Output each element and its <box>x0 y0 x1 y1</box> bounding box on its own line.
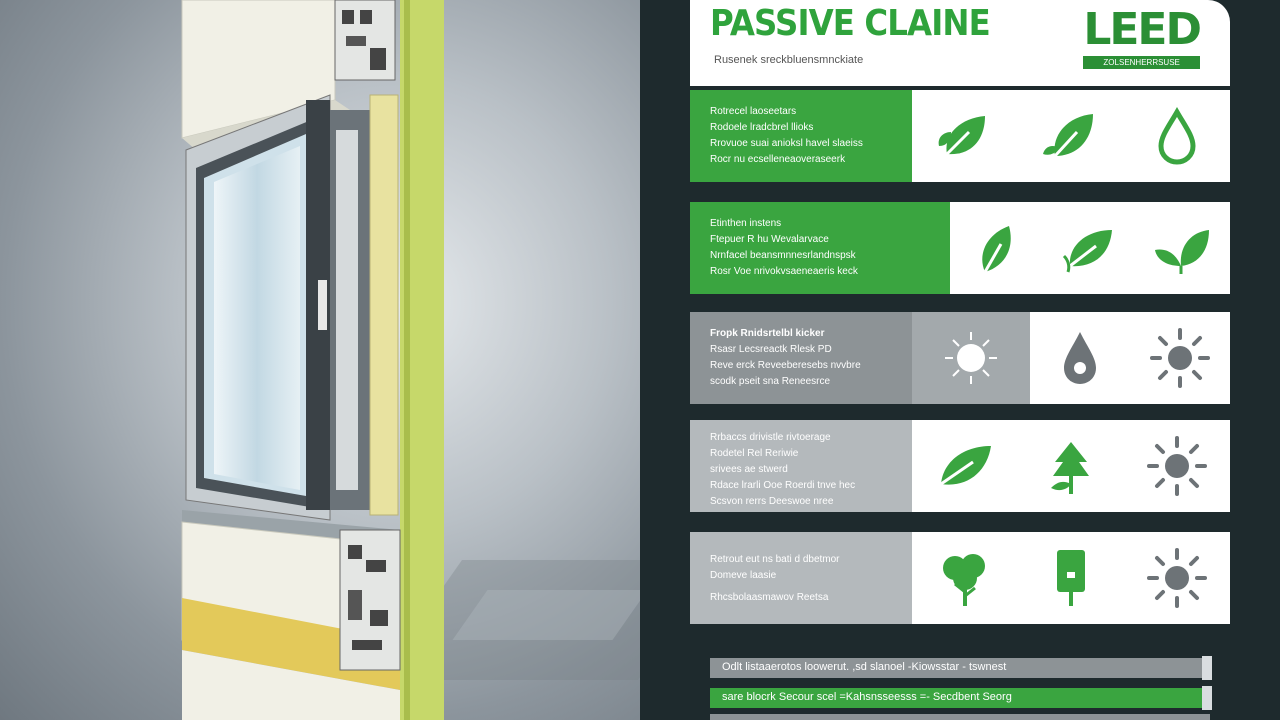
leed-logo: LEED ZOLSENHERRSUSE <box>1083 4 1202 69</box>
row-4-line-1: Rrbaccs drivistle rivtoerage <box>710 432 831 443</box>
leaf-icon <box>933 104 997 168</box>
water-drop-icon <box>1048 326 1112 390</box>
row-3-icons <box>912 312 1230 404</box>
row-1-line-2: Rodoele lradcbrel llioks <box>710 122 814 133</box>
info-row-4: Rrbaccs drivistle rivtoerage Rodetel Rel… <box>690 420 1230 512</box>
summary-bar-1-text: Odlt listaaerotos loowerut. ,sd slanoel … <box>722 661 1007 673</box>
row-2-line-4: Rosr Voe nrivokvsaeneaeris keck <box>710 266 858 277</box>
row-1-line-3: Rrovuoe suai anioksl havel slaeiss <box>710 138 863 149</box>
leaf-icon <box>933 434 997 498</box>
row-4-line-4: Rdace lrarli Ooe Roerdi tnve hec <box>710 480 856 491</box>
summary-bar-2-cap <box>1202 686 1212 710</box>
tree-icon <box>933 546 997 610</box>
header: PASSIVE CLAINE Rusenek sreckbluensmnckia… <box>690 0 1230 86</box>
water-drop-icon <box>1145 104 1209 168</box>
row-4-line-5: Scsvon rerrs Deeswoe nree <box>710 496 834 507</box>
sun-icon <box>1145 434 1209 498</box>
row-2-line-2: Ftepuer R hu Wevalarvace <box>710 234 829 245</box>
row-2-line-3: Nrnfacel beansmnnesrlandnspsk <box>710 250 856 261</box>
row-3-accent-cell <box>912 312 1030 404</box>
header-title: PASSIVE CLAINE <box>710 3 991 44</box>
leaf-icon <box>965 216 1029 280</box>
summary-bar-2-text: sare blocrk Secour scel =Kahsnsseesss =-… <box>722 691 1012 703</box>
row-3-text: Fropk Rnidsrtelbl kicker Rsasr Lecsreact… <box>690 312 912 404</box>
row-1-icons <box>912 90 1230 182</box>
row-2-text: Etinthen instens Ftepuer R hu Wevalarvac… <box>690 202 950 294</box>
row-1-line-4: Rocr nu ecselleneaoveraseerk <box>710 154 846 165</box>
info-row-2: Etinthen instens Ftepuer R hu Wevalarvac… <box>690 202 1230 294</box>
leed-logo-badge: ZOLSENHERRSUSE <box>1083 56 1200 69</box>
row-3-line-4: scodk pseit sna Reneesrce <box>710 376 831 387</box>
row-4-line-2: Rodetel Rel Reriwie <box>710 448 799 459</box>
summary-bar-1: Odlt listaaerotos loowerut. ,sd slanoel … <box>710 656 1212 680</box>
summary-bar-2: sare blocrk Secour scel =Kahsnsseesss =-… <box>710 686 1212 710</box>
phone-plant-icon <box>1039 546 1103 610</box>
row-2-line-1: Etinthen instens <box>710 218 782 229</box>
row-3-line-1: Fropk Rnidsrtelbl kicker <box>710 328 825 339</box>
info-row-3: Fropk Rnidsrtelbl kicker Rsasr Lecsreact… <box>690 312 1230 404</box>
row-4-icons <box>912 420 1230 512</box>
row-4-text: Rrbaccs drivistle rivtoerage Rodetel Rel… <box>690 420 912 512</box>
plant-icon <box>1039 434 1103 498</box>
row-2-icons <box>950 202 1230 294</box>
row-5-line-2: Domeve laasie <box>710 570 777 581</box>
row-5-icons <box>912 532 1230 624</box>
window-illustration <box>0 0 640 720</box>
row-3-icon-group <box>1030 326 1230 390</box>
window-section-drawing <box>181 0 444 720</box>
row-3-line-2: Rsasr Lecsreactk Rlesk PD <box>710 344 832 355</box>
row-1-text: Rotrecel laoseetars Rodoele lradcbrel ll… <box>690 90 912 182</box>
leed-logo-text: LEED <box>1083 4 1202 55</box>
row-5-line-1: Retrout eut ns bati d dbetmor <box>710 554 840 565</box>
leaf-icon <box>1039 104 1103 168</box>
row-1-line-1: Rotrecel laoseetars <box>710 106 797 117</box>
summary-bar-3 <box>710 714 1210 720</box>
sun-icon <box>1145 546 1209 610</box>
info-panel: PASSIVE CLAINE Rusenek sreckbluensmnckia… <box>640 0 1280 720</box>
info-row-1: Rotrecel laoseetars Rodoele lradcbrel ll… <box>690 90 1230 182</box>
info-row-5: Retrout eut ns bati d dbetmor Domeve laa… <box>690 532 1230 624</box>
row-3-line-3: Reve erck Reveeberesebs nvvbre <box>710 360 861 371</box>
header-subtitle: Rusenek sreckbluensmnckiate <box>714 54 864 66</box>
sun-icon <box>1148 326 1212 390</box>
row-4-line-3: srivees ae stwerd <box>710 464 788 475</box>
row-5-text: Retrout eut ns bati d dbetmor Domeve laa… <box>690 532 912 624</box>
sun-glare-icon <box>939 326 1003 390</box>
leaf-icon <box>1058 216 1122 280</box>
row-5-line-3: Rhcsbolaasmawov Reetsa <box>710 592 829 603</box>
summary-bar-1-cap <box>1202 656 1212 680</box>
leaf-icon <box>1151 216 1215 280</box>
